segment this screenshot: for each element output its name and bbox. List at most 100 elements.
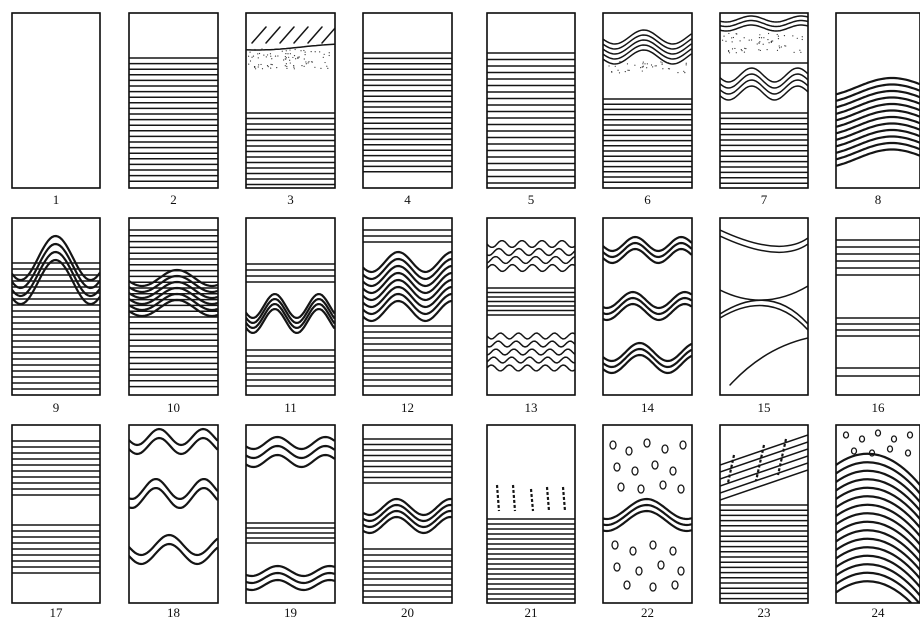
panel-13: 13: [487, 218, 575, 415]
panel-17: 17: [12, 425, 100, 620]
sand-grain: [683, 71, 684, 72]
sand-grain: [627, 70, 628, 71]
sand-grain: [800, 52, 801, 53]
sand-grain: [249, 51, 250, 52]
panel-label: 11: [284, 400, 297, 415]
sand-grain: [320, 68, 321, 69]
sand-grain: [757, 43, 758, 44]
sand-grain: [285, 58, 286, 59]
sand-grain: [741, 50, 742, 51]
sand-grain: [293, 65, 294, 66]
panel-label: 24: [872, 605, 886, 620]
sand-grain: [301, 65, 302, 66]
sand-grain: [287, 53, 288, 54]
sand-grain: [295, 58, 296, 59]
sand-grain: [778, 36, 779, 37]
panel-22: 22: [603, 425, 692, 620]
sand-grain: [324, 54, 325, 55]
sand-grain: [608, 65, 609, 66]
panel-frame: [603, 425, 692, 603]
panel-8: 8: [836, 13, 920, 207]
sand-grain: [300, 50, 301, 51]
sand-grain: [768, 33, 769, 34]
panel-label: 8: [875, 192, 882, 207]
panel-12: 12: [363, 218, 452, 415]
sand-grain: [262, 68, 263, 69]
sand-grain: [254, 50, 255, 51]
sand-grain: [305, 52, 306, 53]
sand-grain: [289, 60, 290, 61]
panel-frame: [487, 13, 575, 188]
sand-grain: [759, 37, 760, 38]
panel-label: 12: [401, 400, 414, 415]
sand-grain: [259, 53, 260, 54]
panel-4: 4: [363, 13, 452, 207]
sand-grain: [258, 64, 259, 65]
panel-3: 3: [246, 13, 336, 207]
sand-grain: [745, 48, 746, 49]
panels-layer: 123456789101112131415161718192021222324: [12, 13, 920, 620]
sand-grain: [295, 49, 296, 50]
panel-7: 7: [720, 13, 808, 207]
sand-grain: [662, 62, 663, 63]
sand-grain: [656, 65, 657, 66]
sand-grain: [771, 42, 772, 43]
sand-grain: [728, 33, 729, 34]
sand-grain: [662, 64, 663, 65]
sand-grain: [304, 58, 305, 59]
sand-grain: [615, 66, 616, 67]
sand-grain: [668, 68, 669, 69]
sand-grain: [784, 35, 785, 36]
sand-grain: [779, 47, 780, 48]
sand-grain: [303, 50, 304, 51]
sand-grain: [652, 66, 653, 67]
sand-grain: [286, 57, 287, 58]
sand-grain: [271, 58, 272, 59]
sand-grain: [732, 41, 733, 42]
panel-frame: [12, 13, 100, 188]
sand-grain: [288, 57, 289, 58]
panel-10: 10: [129, 218, 218, 415]
sand-grain: [744, 37, 745, 38]
sand-grain: [723, 35, 724, 36]
sand-grain: [285, 65, 286, 66]
sand-grain: [772, 40, 773, 41]
sand-grain: [285, 53, 286, 54]
sand-grain: [257, 53, 258, 54]
sand-grain: [248, 56, 249, 57]
panel-16: 16: [836, 218, 920, 415]
sand-grain: [258, 66, 259, 67]
sand-grain: [722, 40, 723, 41]
sand-grain: [294, 55, 295, 56]
panel-5: 5: [487, 13, 575, 207]
sand-grain: [276, 67, 277, 68]
sand-grain: [651, 64, 652, 65]
sand-grain: [611, 72, 612, 73]
sand-grain: [314, 67, 315, 68]
sand-grain: [734, 48, 735, 49]
sand-grain: [763, 37, 764, 38]
panel-23: 23: [720, 425, 808, 620]
panel-frame: [720, 425, 808, 603]
sand-grain: [725, 41, 726, 42]
panel-label: 9: [53, 400, 60, 415]
sand-grain: [285, 56, 286, 57]
sand-grain: [778, 38, 779, 39]
panel-label: 2: [170, 192, 177, 207]
sand-grain: [286, 50, 287, 51]
sand-grain: [642, 70, 643, 71]
sand-grain: [763, 44, 764, 45]
sand-grain: [282, 51, 283, 52]
sand-grain: [260, 64, 261, 65]
sand-grain: [677, 72, 678, 73]
sand-grain: [270, 56, 271, 57]
panel-label: 23: [758, 605, 771, 620]
sand-grain: [619, 72, 620, 73]
panel-label: 19: [284, 605, 297, 620]
sand-grain: [305, 54, 306, 55]
sand-grain: [797, 38, 798, 39]
sand-grain: [617, 70, 618, 71]
panel-label: 21: [525, 605, 538, 620]
sand-grain: [627, 63, 628, 64]
sand-grain: [292, 57, 293, 58]
